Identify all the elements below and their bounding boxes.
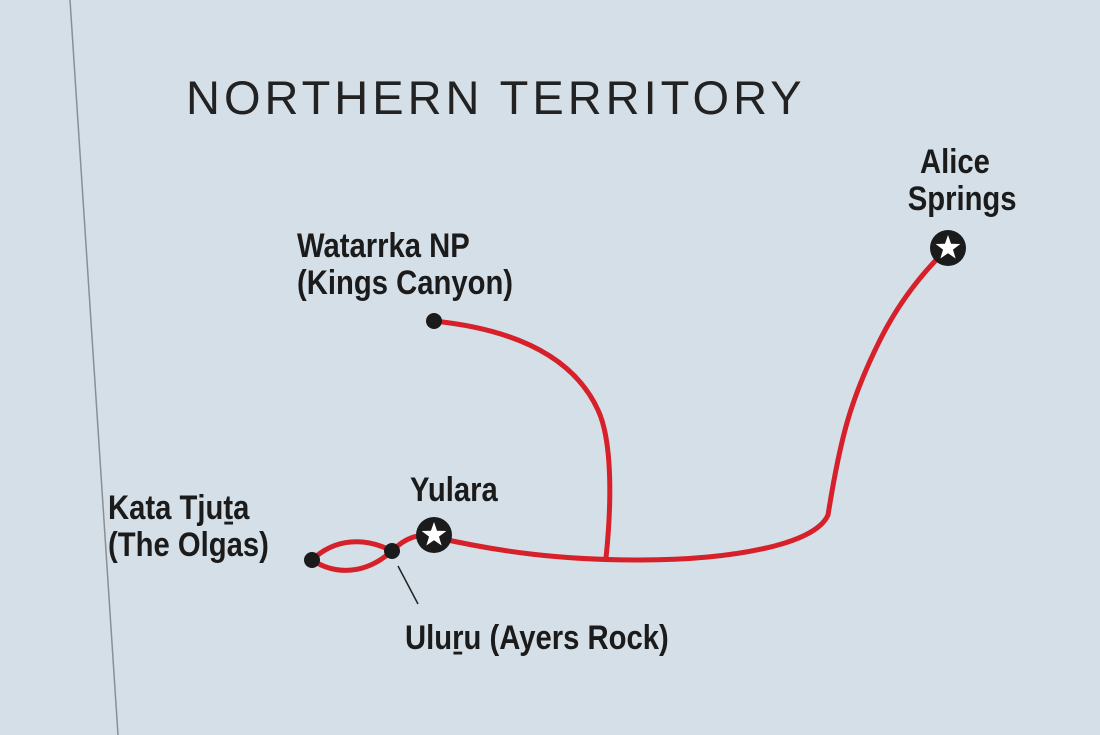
kata-tjuta-marker xyxy=(304,552,320,568)
route-kata-tjuta-loop-lower xyxy=(309,548,395,573)
star-icon xyxy=(421,522,447,546)
watarrka-marker xyxy=(426,313,442,329)
route-watarrka-junction xyxy=(431,318,613,561)
yulara-marker xyxy=(416,517,452,553)
star-icon xyxy=(935,235,961,259)
watarrka-label: Watarrka NP (Kings Canyon) xyxy=(297,227,514,302)
state-border-line xyxy=(69,0,119,735)
alice-springs-label: Alice Springs xyxy=(907,143,1017,218)
region-label: NORTHERN TERRITORY xyxy=(186,71,806,124)
alice-springs-marker xyxy=(930,230,966,266)
uluru-marker xyxy=(384,543,400,559)
uluru-leader-line xyxy=(397,565,419,605)
kata-tjuta-label: Kata Tjuṯa (The Olgas) xyxy=(108,489,269,564)
route-kata-tjuta-loop-upper xyxy=(309,539,395,563)
yulara-label: Yulara xyxy=(410,471,498,509)
route-yulara-alice-springs xyxy=(431,245,951,563)
uluru-label: Uluṟu (Ayers Rock) xyxy=(405,619,669,657)
